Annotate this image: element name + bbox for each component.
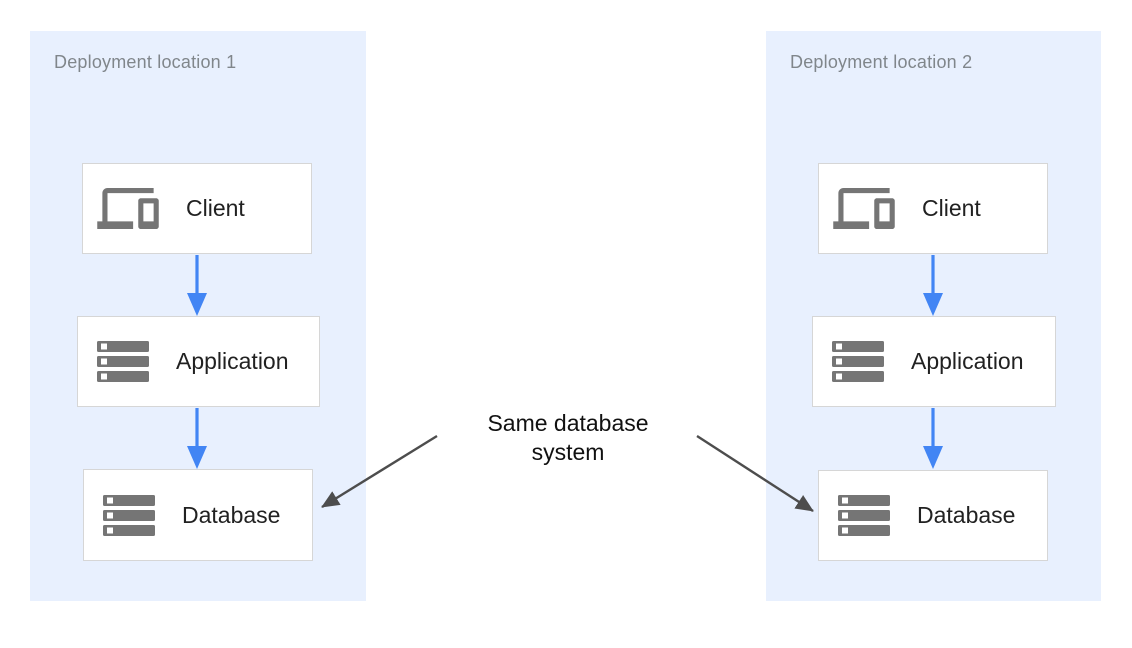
node-label: Client [922, 195, 981, 221]
node-database-2: Database [818, 470, 1048, 561]
node-label: Database [182, 501, 281, 528]
same-database-label: Same database system [440, 409, 696, 467]
server-stack-icon [84, 494, 155, 536]
devices-icon [819, 188, 895, 229]
node-application-2: Application [812, 316, 1056, 407]
node-client-1: Client [82, 163, 312, 254]
node-client-2: Client [818, 163, 1048, 254]
node-application-1: Application [77, 316, 320, 407]
same-database-label-line2: system [531, 439, 605, 465]
same-database-label-line1: Same database [487, 410, 649, 436]
server-stack-icon [813, 341, 884, 382]
node-label: Client [186, 195, 245, 221]
zone-title: Deployment location 2 [790, 52, 973, 72]
node-label: Application [176, 348, 289, 374]
node-label: Database [917, 502, 1016, 528]
devices-icon [83, 188, 159, 229]
server-stack-icon [78, 341, 149, 382]
zone-title: Deployment location 1 [54, 52, 237, 72]
node-label: Application [911, 348, 1024, 374]
server-stack-icon [819, 495, 890, 536]
node-database-1: Database [83, 469, 313, 561]
